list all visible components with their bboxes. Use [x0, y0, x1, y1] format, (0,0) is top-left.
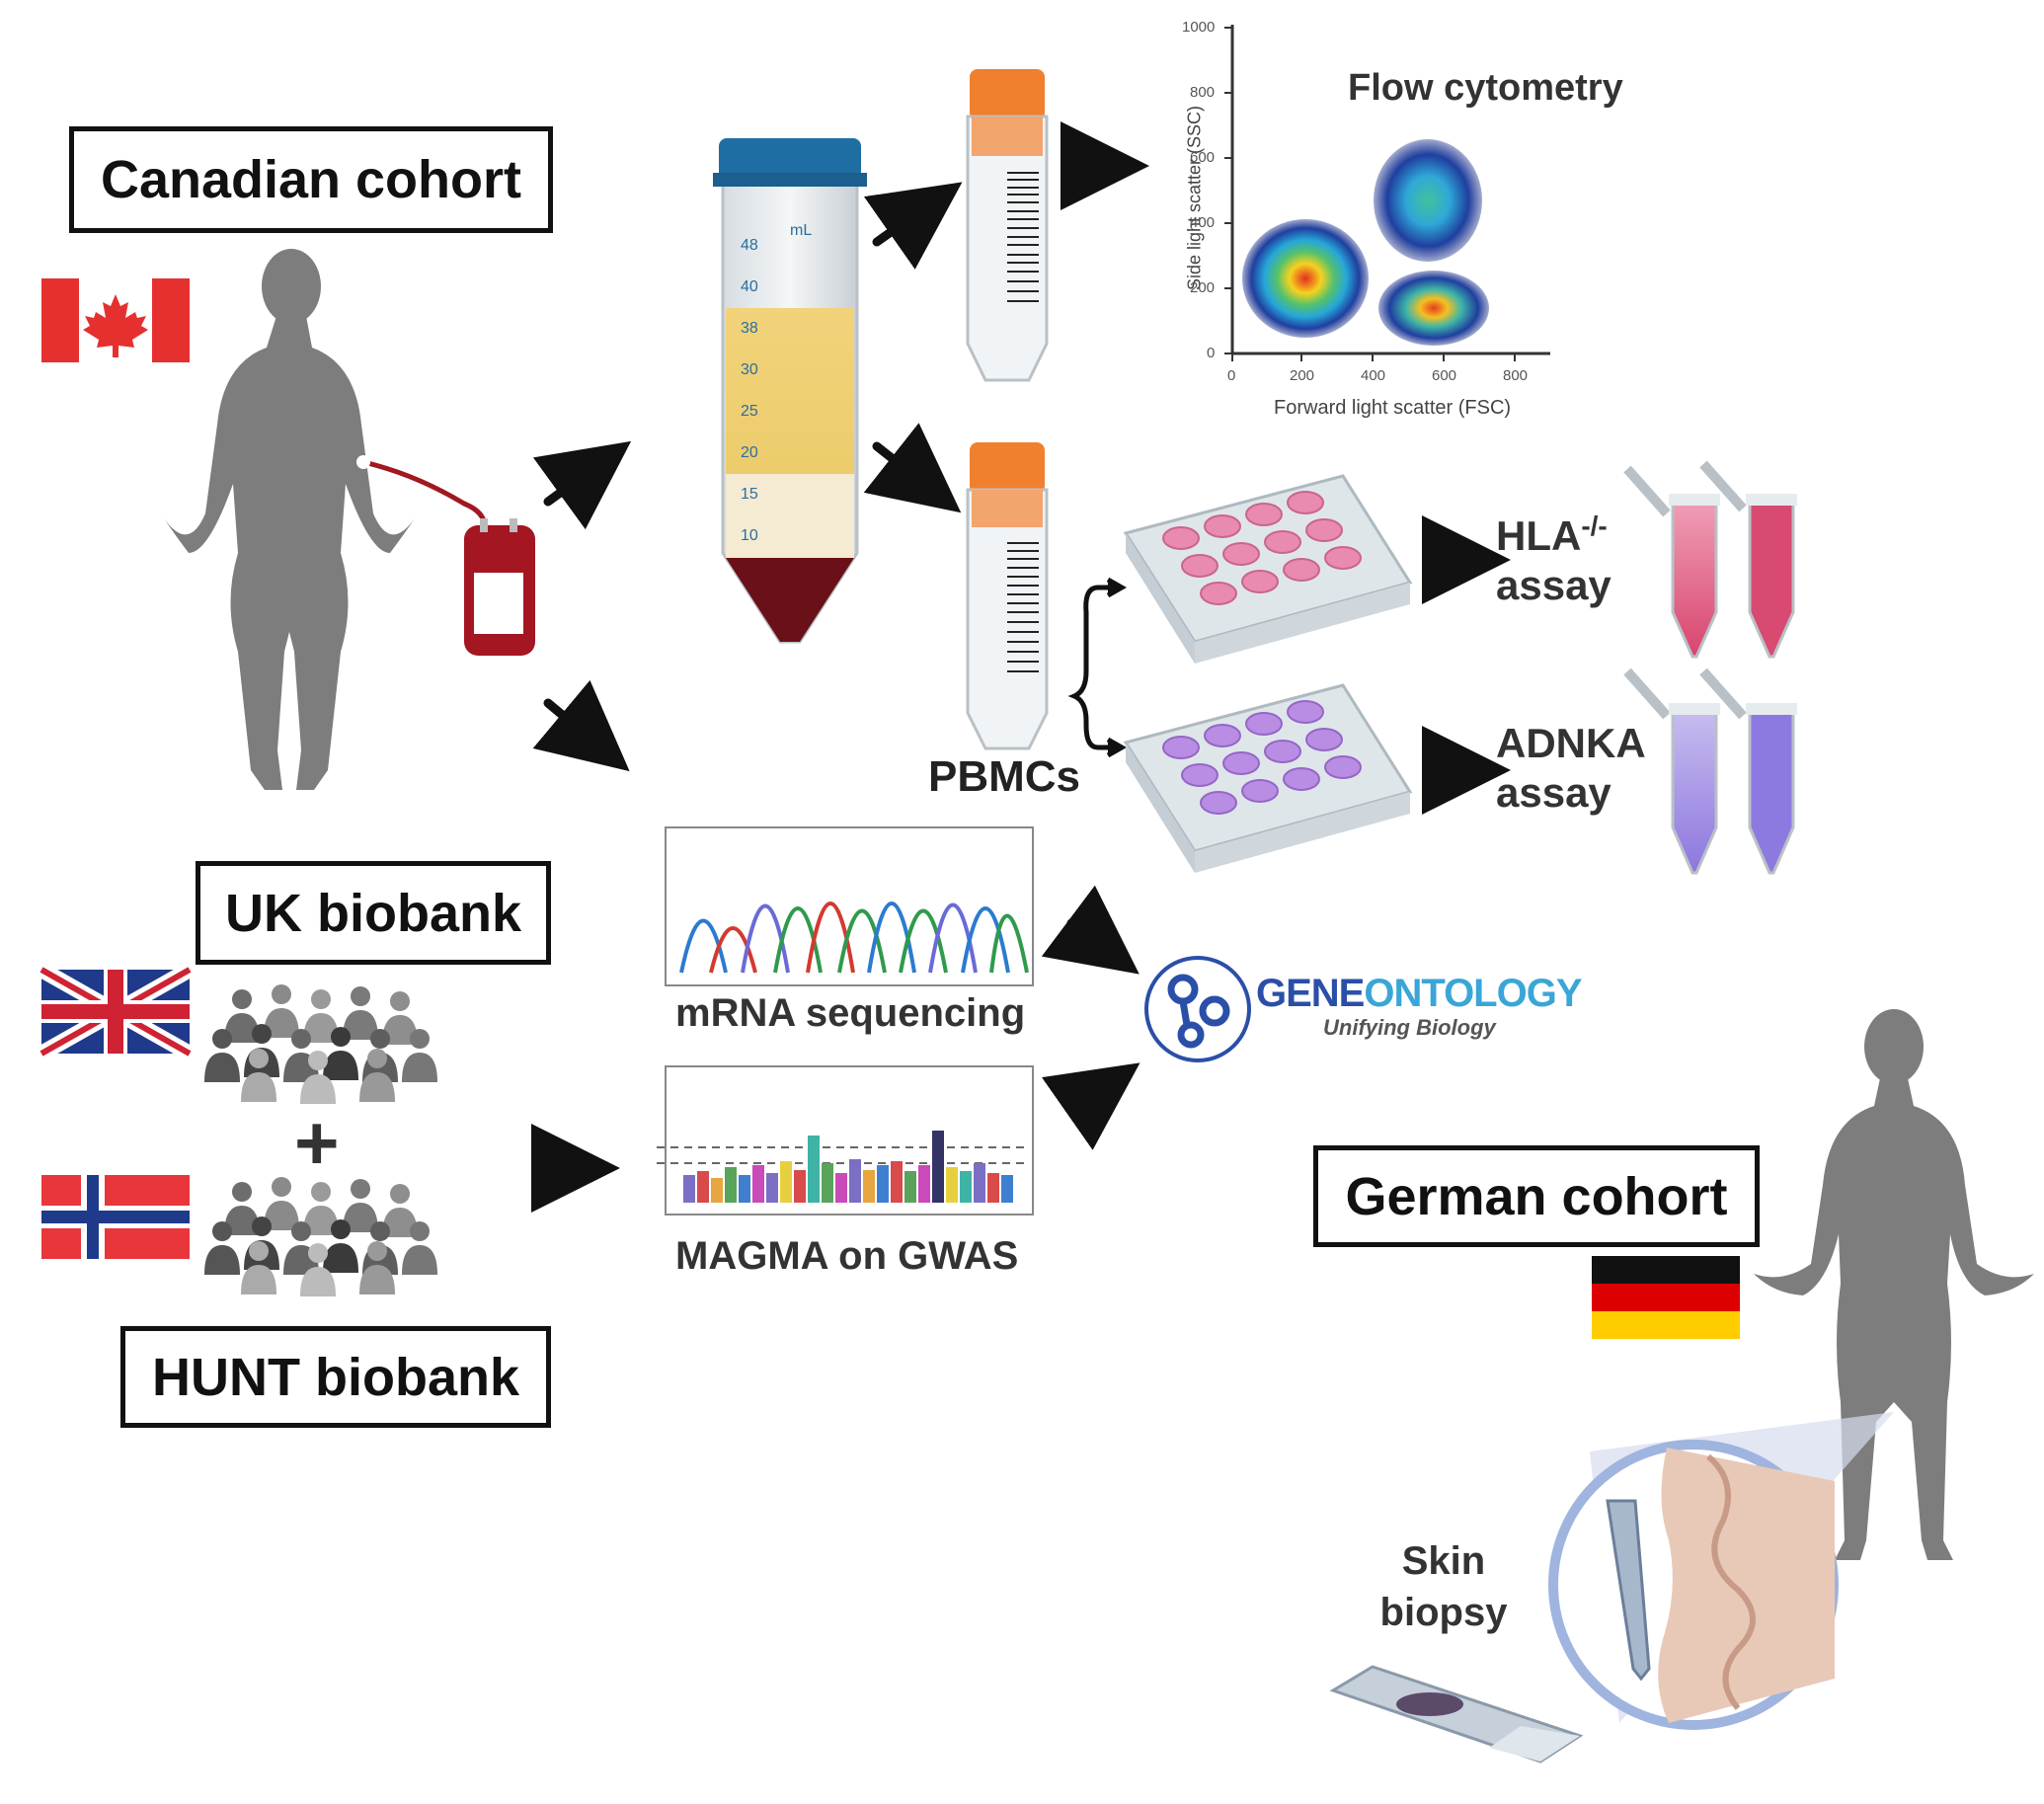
adnka-main: ADNKA	[1496, 720, 1646, 766]
flow-x-tick: 600	[1432, 367, 1457, 384]
female-silhouette-canadian	[164, 249, 415, 790]
tube-tick: 10	[741, 527, 758, 544]
well-plate-pink	[1123, 474, 1413, 664]
adnka-assay-label: ADNKA assay	[1496, 719, 1646, 818]
flow-y-tick: 400	[1190, 214, 1216, 231]
split-bracket	[1067, 577, 1128, 758]
people-crowd-uk-icon	[204, 984, 437, 1104]
magma-manhattan-plot	[657, 1065, 1034, 1216]
hla-superscript: -/-	[1581, 510, 1608, 541]
tube-tick: 38	[741, 320, 758, 337]
hunt-biobank-label: HUNT biobank	[120, 1326, 551, 1428]
canada-flag-icon	[41, 278, 190, 362]
eppendorf-tubes-purple	[1623, 667, 1797, 875]
tube-tick: 25	[741, 403, 758, 420]
flow-y-tick: 0	[1207, 345, 1216, 361]
centrifuge-tube-large	[713, 138, 867, 644]
flow-y-tick: 200	[1190, 279, 1216, 296]
tube-tick: 48	[741, 237, 758, 254]
flow-cytometry-plot	[1224, 25, 1550, 361]
gene-ontology-logo	[1144, 956, 1251, 1062]
hla-assay-label: HLA-/- assay	[1496, 502, 1612, 610]
flow-y-tick: 600	[1190, 149, 1216, 166]
go-ontology-text: ONTOLOGY	[1364, 972, 1582, 1015]
male-silhouette-german	[1754, 1009, 2034, 1560]
tube-tick: 20	[741, 444, 758, 461]
blood-line	[362, 459, 488, 534]
arrow-magma-to-go	[1041, 1062, 1140, 1150]
norway-flag-icon	[41, 1175, 190, 1259]
people-crowd-hunt-icon	[204, 1177, 437, 1296]
eppendorf-tubes-pink	[1623, 460, 1797, 659]
flow-x-tick: 400	[1361, 367, 1386, 384]
skin-biopsy-zoom	[1548, 1412, 1894, 1730]
tube-pbmc	[966, 442, 1049, 750]
arrow-to-tube	[532, 440, 632, 530]
pbmc-label: PBMCs	[928, 752, 1081, 801]
hla-main: HLA	[1496, 512, 1582, 559]
hla-assay-word: assay	[1496, 562, 1612, 608]
cell-population-3	[1378, 271, 1489, 346]
tube-tick: 30	[741, 361, 758, 378]
flow-x-tick: 200	[1290, 367, 1315, 384]
tube-tick: 40	[741, 278, 758, 295]
flow-x-tick: 800	[1503, 367, 1529, 384]
blood-bag-icon	[464, 518, 535, 656]
uk-biobank-label: UK biobank	[196, 861, 551, 965]
cell-population-1	[1242, 219, 1369, 338]
flow-y-tick: 800	[1190, 84, 1216, 101]
well-plate-purple	[1123, 683, 1413, 873]
tube-tick: 15	[741, 486, 758, 503]
plus-sign: +	[294, 1099, 340, 1186]
arrow-mrna-to-go	[1041, 885, 1140, 975]
skin-biopsy-label: Skin biopsy	[1375, 1535, 1513, 1638]
mrna-sequencing-label: mRNA sequencing	[675, 991, 1026, 1035]
go-gene-text: GENE	[1256, 972, 1365, 1015]
mrna-chromatogram	[665, 826, 1034, 986]
cell-population-2	[1374, 139, 1482, 262]
arrow-tube-to-flow-tube	[863, 182, 963, 270]
uk-flag-icon	[38, 963, 194, 1060]
skin-biopsy-line2: biopsy	[1379, 1591, 1508, 1634]
german-cohort-label: German cohort	[1313, 1145, 1760, 1247]
microscope-slide-icon	[1329, 1665, 1584, 1764]
adnka-assay-word: assay	[1496, 769, 1612, 816]
flow-y-tick: 1000	[1182, 19, 1216, 36]
flow-cytometry-title: Flow cytometry	[1348, 67, 1623, 109]
arrow-tube-to-pbmc-tube	[863, 423, 962, 513]
canadian-cohort-label: Canadian cohort	[69, 126, 553, 233]
tube-cap-text: mL	[790, 222, 813, 239]
go-tagline: Unifying Biology	[1323, 1015, 1496, 1040]
gene-ontology-wordmark: GENEONTOLOGY	[1256, 972, 1583, 1016]
tube-flow	[966, 69, 1049, 382]
arrow-to-omics	[532, 679, 630, 772]
flow-x-axis-label: Forward light scatter (FSC)	[1274, 397, 1512, 419]
germany-flag-icon	[1592, 1256, 1740, 1339]
flow-x-tick: 0	[1227, 367, 1236, 384]
magma-gwas-label: MAGMA on GWAS	[675, 1234, 1019, 1278]
skin-biopsy-line1: Skin	[1401, 1539, 1486, 1583]
